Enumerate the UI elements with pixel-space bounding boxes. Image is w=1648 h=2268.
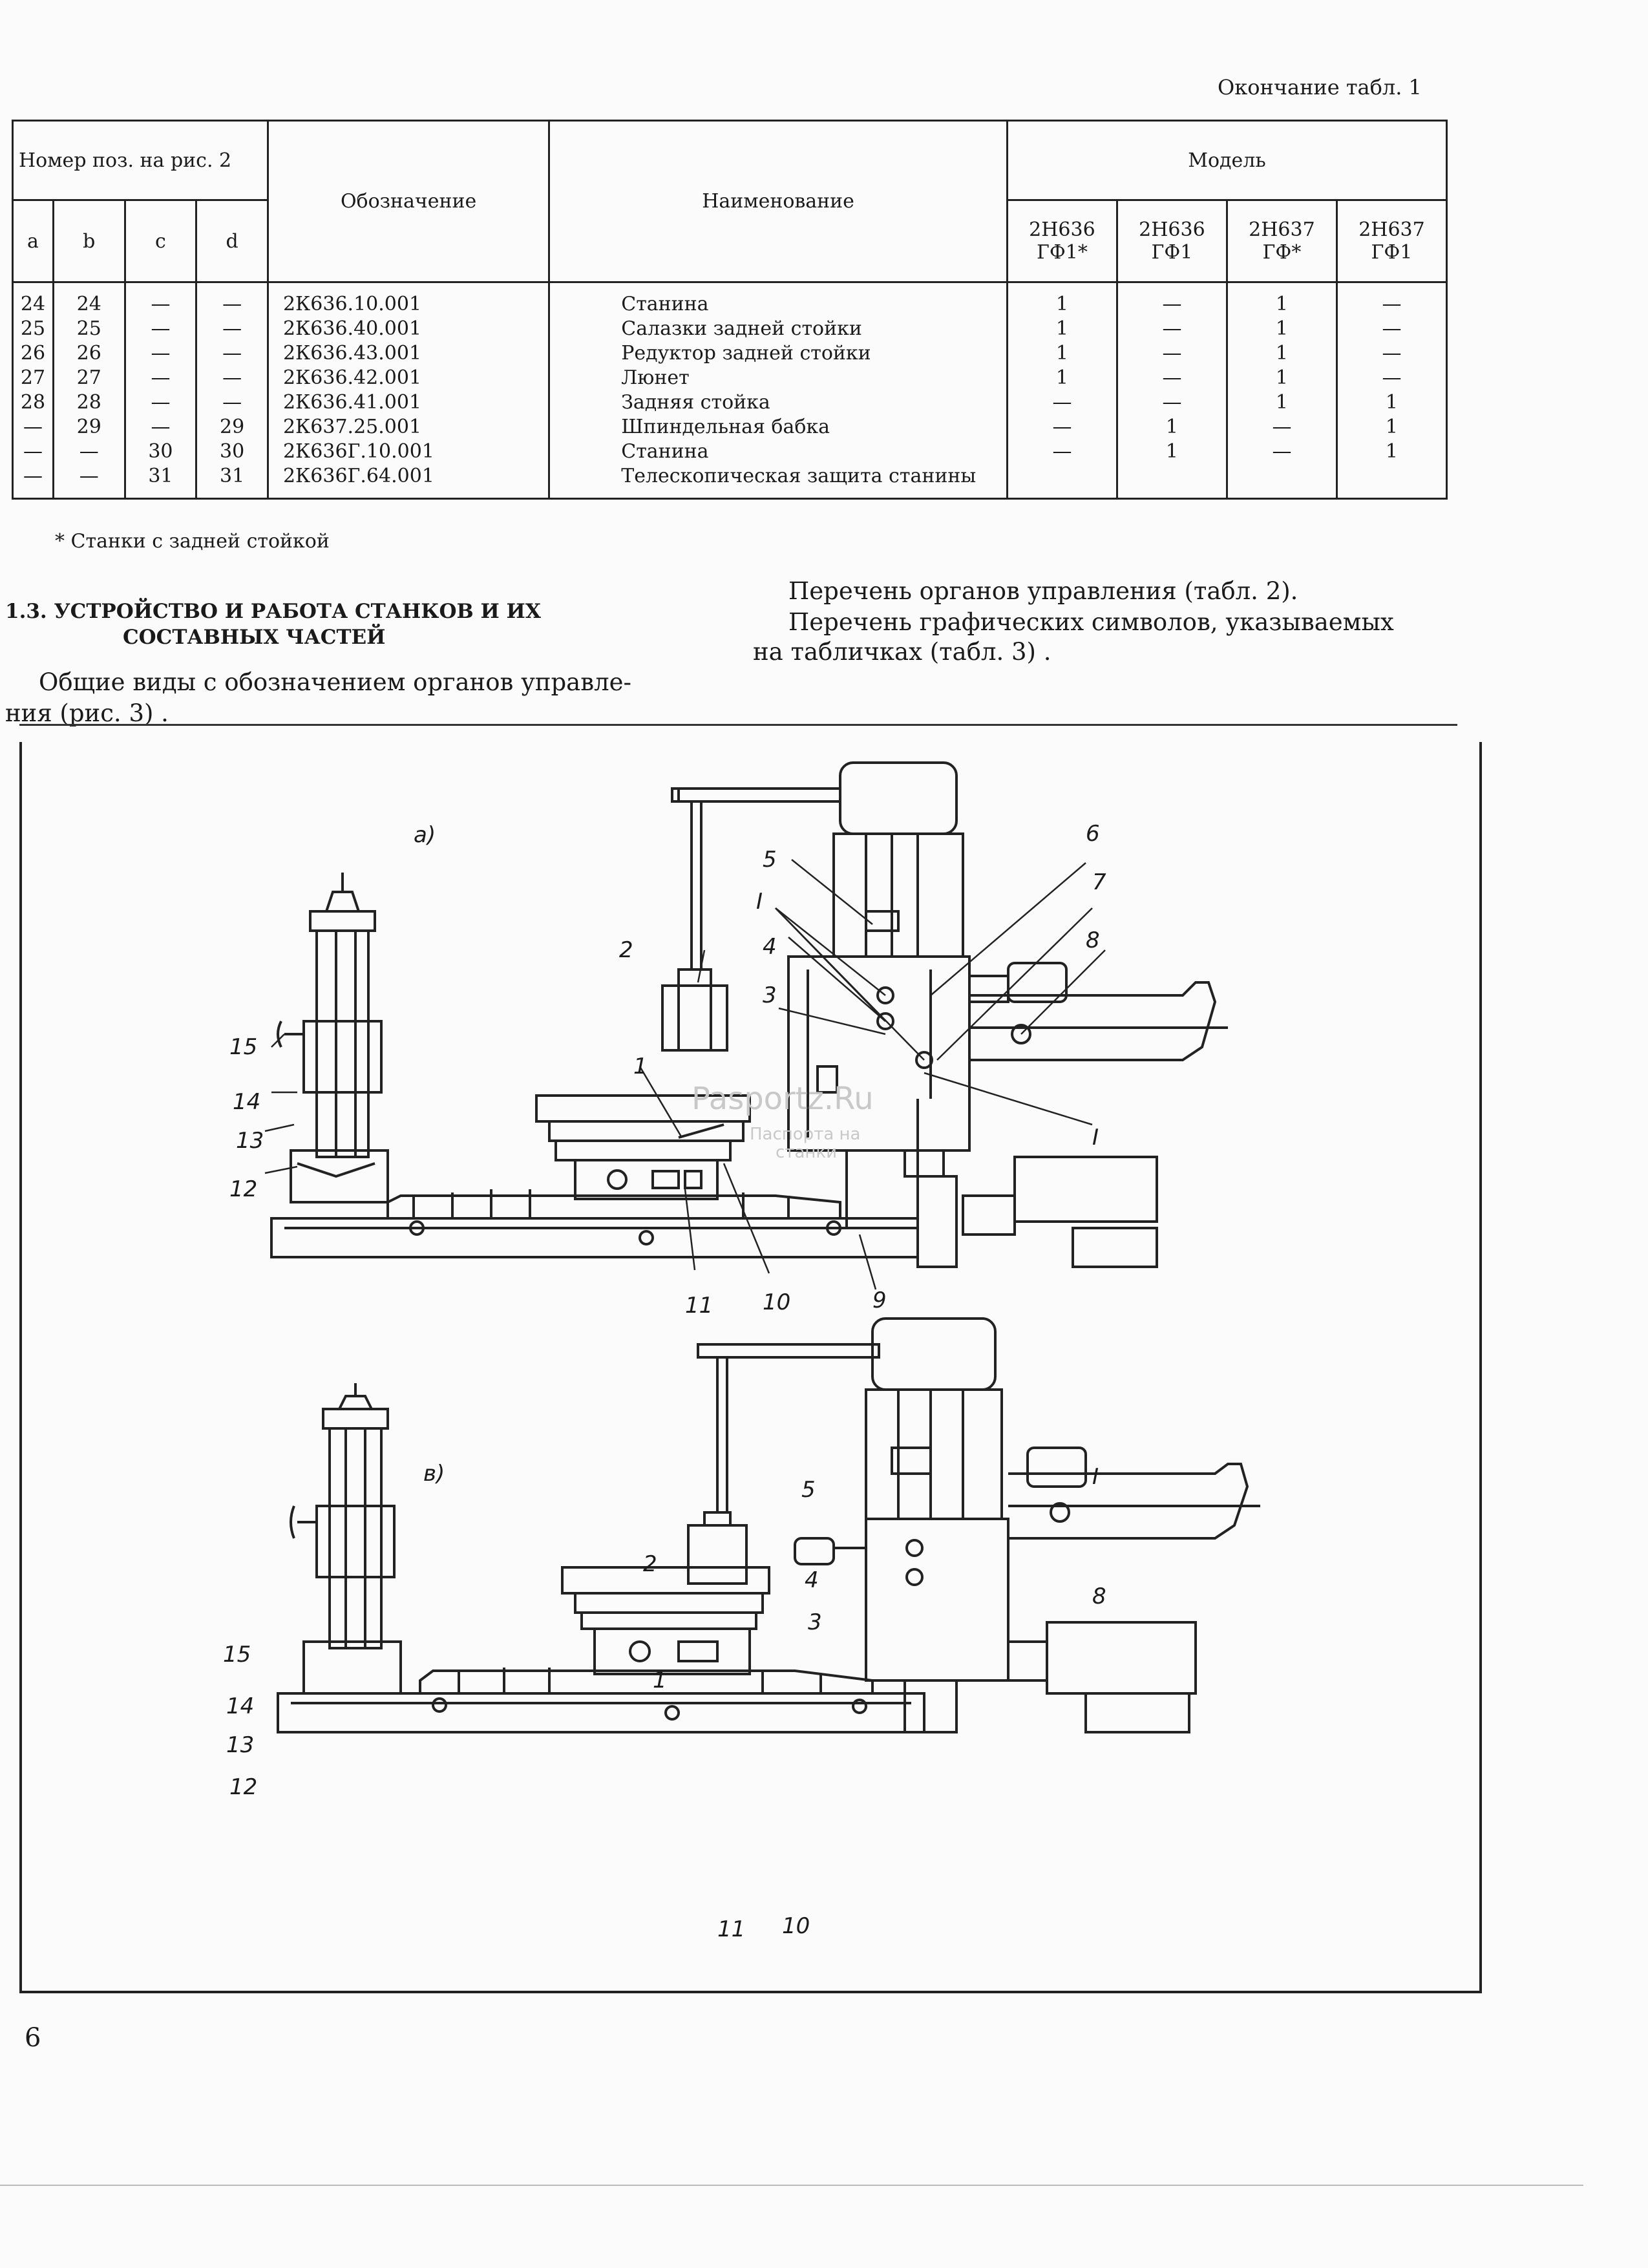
designation-header: Обозначение: [266, 120, 551, 283]
model-col-3: 2Н637 ГФ*: [1225, 199, 1338, 283]
model-col-4: 2Н637 ГФ1: [1335, 199, 1448, 283]
pos-col-d: d: [195, 199, 269, 283]
pos-group-header: Номер поз. на рис. 2: [12, 120, 269, 201]
page-number: 6: [25, 2023, 41, 2053]
model-col-2: 2Н636 ГФ1: [1115, 199, 1228, 283]
label-a-13: 13: [236, 1128, 264, 1154]
parts-table: Номер поз. на рис. 2 Обозначение Наимено…: [12, 120, 1448, 500]
table-footnote: * Станки с задней стойкой: [55, 530, 330, 553]
label-a-6: 6: [1086, 821, 1100, 847]
label-b-I: I: [1092, 1464, 1099, 1490]
label-a-10: 10: [763, 1289, 791, 1315]
pos-col-a: a: [12, 199, 54, 283]
label-b-3: 3: [808, 1609, 822, 1635]
label-a-11: 11: [685, 1293, 713, 1319]
section-heading-line1: 1.3. УСТРОЙСТВО И РАБОТА СТАНКОВ И ИХ: [5, 600, 541, 623]
left-paragraph-line1: Общие виды с обозначением органов управл…: [39, 668, 631, 696]
label-b-8: 8: [1092, 1584, 1106, 1609]
label-b-10: 10: [782, 1913, 810, 1939]
model-col-1: 2Н636 ГФ1*: [1006, 199, 1118, 283]
watermark-sub2: станки: [776, 1143, 837, 1162]
label-a-12: 12: [229, 1176, 258, 1202]
label-b-1: 1: [653, 1668, 667, 1693]
label-a-2: 2: [619, 937, 633, 963]
label-a-14: 14: [233, 1089, 261, 1115]
label-a-8: 8: [1086, 927, 1100, 953]
watermark-main: Pasportz.Ru: [692, 1081, 874, 1117]
view-a-drawing: [270, 761, 1228, 1268]
label-b-4: 4: [805, 1567, 819, 1593]
machine-drawings: [264, 761, 1260, 1733]
label-a-I-bottom: I: [1092, 1125, 1099, 1150]
label-a-9: 9: [872, 1288, 887, 1313]
label-b-11: 11: [717, 1916, 746, 1942]
bottom-rule: [0, 2185, 1583, 2186]
label-b-14: 14: [226, 1693, 255, 1719]
name-header: Наименование: [548, 120, 1008, 283]
label-a-I-top: I: [756, 889, 763, 915]
label-a-7: 7: [1092, 869, 1106, 895]
label-a-3: 3: [763, 982, 777, 1008]
right-text-line3: на табличках (табл. 3) .: [753, 638, 1051, 666]
view-a-label: а): [414, 822, 436, 848]
model-header: Модель: [1006, 120, 1448, 201]
table-continuation-note: Окончание табл. 1: [1218, 75, 1422, 100]
view-b-drawing: [277, 1317, 1260, 1733]
label-b-15: 15: [223, 1642, 251, 1668]
watermark-sub1: Паспорта на: [750, 1125, 861, 1144]
section-heading-line2: СОСТАВНЫХ ЧАСТЕЙ: [123, 626, 386, 649]
label-a-15: 15: [229, 1034, 258, 1060]
label-b-5: 5: [801, 1477, 816, 1503]
label-b-13: 13: [226, 1732, 255, 1758]
label-a-4: 4: [763, 934, 777, 960]
pos-col-b: b: [52, 199, 126, 283]
label-a-5: 5: [763, 847, 777, 873]
figure-top-rule: [19, 724, 1457, 726]
view-b-label: в): [423, 1461, 445, 1487]
label-a-1: 1: [633, 1054, 648, 1079]
figure-frame: [19, 742, 1482, 1993]
right-text-line2: Перечень графических символов, указываем…: [788, 608, 1394, 636]
label-b-12: 12: [229, 1774, 258, 1800]
right-text-line1: Перечень органов управления (табл. 2).: [788, 577, 1298, 605]
pos-col-c: c: [123, 199, 198, 283]
left-paragraph-line2: ния (рис. 3) .: [5, 699, 169, 727]
label-b-2: 2: [643, 1551, 657, 1577]
